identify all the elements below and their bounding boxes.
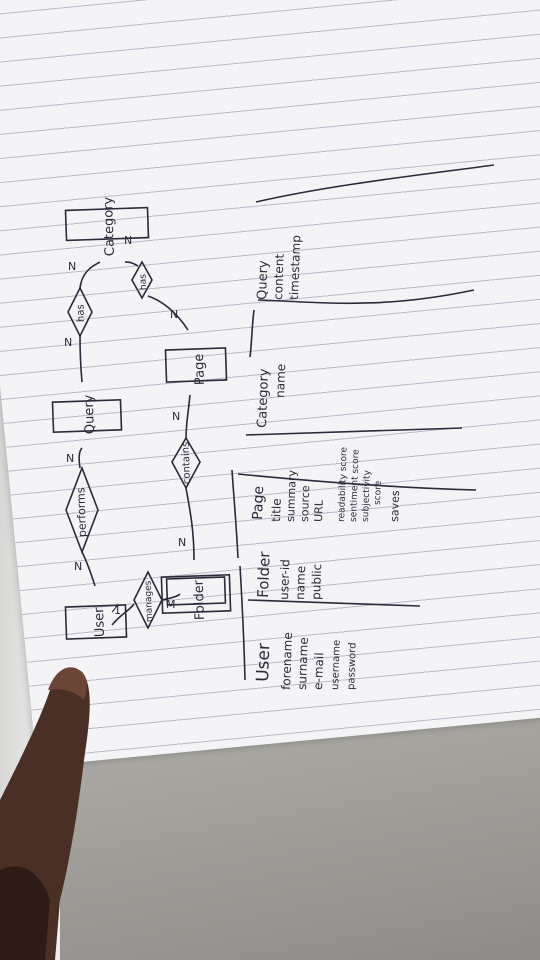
- manages-relationship-label: manages: [144, 580, 155, 622]
- user-attributes-title: User: [253, 643, 274, 682]
- folder-attribute-name: name: [293, 566, 308, 600]
- contains-relationship-label: contains: [181, 442, 193, 485]
- user-attribute-email: e-mail: [311, 652, 326, 690]
- page-attribute-sentiment: sentiment score: [349, 449, 362, 522]
- page-attribute-score: score: [373, 480, 384, 505]
- cardinality-query-has: N: [64, 336, 72, 349]
- has-relationship-label: has: [75, 304, 87, 322]
- page-attribute-saves: saves: [388, 490, 402, 522]
- user-attribute-password: password: [346, 642, 359, 690]
- page-attribute-url: URL: [312, 499, 326, 522]
- cardinality-user-performs: N: [74, 560, 82, 573]
- folder-entity-box: [160, 573, 232, 615]
- folder-attribute-user-id: user-id: [277, 559, 292, 600]
- category-attributes-title: Category: [255, 368, 272, 428]
- query-attribute-timestamp: timestamp: [287, 235, 303, 300]
- category-entity-label: Category: [101, 196, 118, 256]
- category-attribute-name: name: [273, 364, 288, 398]
- folder-attributes-title: Folder: [254, 550, 274, 598]
- performs-relationship-label: performs: [74, 487, 89, 537]
- page-entity-label: Page: [192, 353, 208, 385]
- page-entity-box: [164, 347, 228, 383]
- page-attribute-readability: readability score: [337, 446, 350, 522]
- user-attributes: User forename surname e-mail username pa…: [253, 632, 359, 690]
- page-attribute-title: title: [269, 498, 284, 522]
- query-entity-box: [51, 398, 123, 434]
- cardinality-user-manages: 1: [114, 604, 121, 617]
- category-entity-box: [64, 206, 150, 242]
- manages-relationship-diamond: [133, 570, 163, 630]
- user-attribute-username: username: [330, 640, 343, 690]
- user-entity-box: [64, 604, 128, 640]
- user-attribute-forename: forename: [279, 632, 295, 690]
- cardinality-page-contains: N: [172, 410, 180, 423]
- page-attribute-summary: summary: [284, 469, 299, 522]
- query-attribute-content: content: [271, 253, 287, 300]
- query-entity-label: Query: [82, 394, 98, 434]
- cardinality-has-page: N: [170, 308, 178, 321]
- folder-attribute-public: public: [309, 564, 324, 601]
- query-attributes: Query content timestamp: [255, 235, 303, 300]
- query-attributes-title: Query: [255, 260, 271, 300]
- folder-entity-label: Folder: [192, 579, 208, 620]
- cardinality-category-has: N: [124, 234, 132, 247]
- category-attributes: Category name: [255, 364, 288, 429]
- cardinality-performs-query: N: [66, 452, 74, 465]
- page-attributes-title: Page: [250, 486, 267, 520]
- user-entity-label: User: [92, 607, 108, 638]
- has-relationship-diamond-2: [131, 260, 153, 300]
- page-attribute-subjectivity: subjectivity: [361, 469, 373, 522]
- page-attributes: Page title summary source URL readabilit…: [250, 446, 402, 522]
- cardinality-has-category: N: [68, 260, 76, 273]
- page-attribute-source: source: [298, 485, 312, 522]
- folder-attributes: Folder user-id name public: [254, 550, 324, 600]
- cardinality-manages-folder: M: [166, 598, 176, 611]
- has-relationship-label-2: has: [138, 274, 149, 291]
- user-attribute-surname: surname: [295, 637, 311, 690]
- cardinality-contains-folder: N: [178, 536, 186, 549]
